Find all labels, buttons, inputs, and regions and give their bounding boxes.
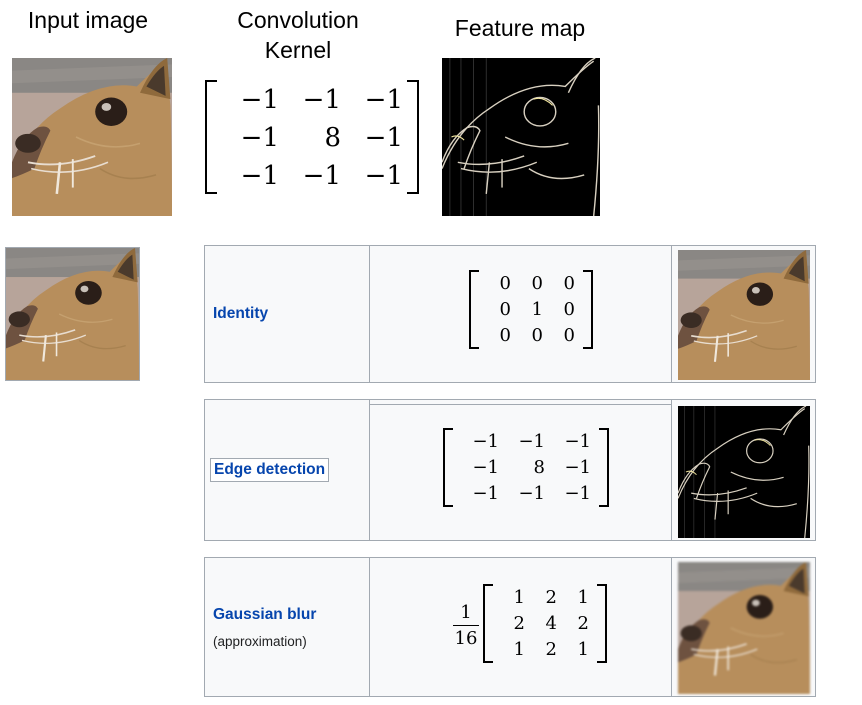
small-input-image <box>5 247 140 381</box>
matrix-cell: 0 <box>499 299 511 320</box>
matrix-cell: −1 <box>564 457 591 478</box>
input-image-header: Input image <box>27 7 149 33</box>
gaussian-blur-sublabel: (approximation) <box>213 634 307 649</box>
matrix-cell: −1 <box>472 431 499 452</box>
edge-result-image <box>678 406 810 538</box>
row-label-cell: Identity <box>205 246 370 382</box>
matrix-cell: 1 <box>513 587 525 608</box>
fraction-denominator: 16 <box>454 628 478 649</box>
matrix-cell: −1 <box>364 161 403 191</box>
matrix-cell: −1 <box>364 85 403 115</box>
matrix-cell: 8 <box>533 457 545 478</box>
matrix-cell: −1 <box>518 431 545 452</box>
kernel-header-line1: Convolution <box>237 7 359 33</box>
matrix-cell: 1 <box>577 587 589 608</box>
main-kernel-matrix: −1 −1 −1 −1 8 −1 −1 −1 −1 <box>205 80 419 194</box>
matrix-cell: −1 <box>564 483 591 504</box>
matrix-cell: 0 <box>563 273 575 294</box>
matrix-cell: 0 <box>531 273 543 294</box>
matrix-cell: 2 <box>513 613 525 634</box>
matrix-cell: 0 <box>531 325 543 346</box>
matrix-cell: 1 <box>531 299 543 320</box>
row-label-cell: Gaussian blur (approximation) <box>205 558 370 696</box>
matrix-cell: 0 <box>563 325 575 346</box>
feature-map-header: Feature map <box>454 15 586 41</box>
matrix-cell: −1 <box>240 123 279 153</box>
fraction-numerator: 1 <box>460 602 472 623</box>
edge-kernel-matrix: −1 −1 −1 −1 8 −1 −1 −1 −1 <box>443 428 609 507</box>
matrix-cell: −1 <box>302 161 341 191</box>
result-cell <box>671 558 818 696</box>
matrix-cell: 0 <box>499 273 511 294</box>
matrix-cell: 1 <box>577 639 589 660</box>
matrix-cell: −1 <box>302 85 341 115</box>
matrix-cell: 2 <box>577 613 589 634</box>
matrix-cell: 0 <box>563 299 575 320</box>
gaussian-fraction: 1 16 <box>453 602 479 649</box>
matrix-cell: −1 <box>472 483 499 504</box>
table-row-edge-detection: Edge detection −1 −1 −1 −1 8 −1 −1 −1 −1 <box>204 399 816 541</box>
edge-detection-link[interactable]: Edge detection <box>210 458 330 482</box>
result-cell <box>671 246 818 382</box>
gaussian-result-image <box>678 562 810 694</box>
gaussian-blur-link[interactable]: Gaussian blur <box>213 606 317 623</box>
matrix-cell: 2 <box>545 639 557 660</box>
matrix-cell: −1 <box>564 431 591 452</box>
input-image <box>12 58 172 216</box>
matrix-cell: −1 <box>472 457 499 478</box>
matrix-cell: 2 <box>545 587 557 608</box>
row-label-cell: Edge detection <box>205 400 370 540</box>
feature-map-image <box>442 58 600 216</box>
kernel-header-line2: Kernel <box>264 37 332 63</box>
identity-result-image <box>678 250 810 380</box>
matrix-cell: 1 <box>513 639 525 660</box>
matrix-cell: 8 <box>324 123 341 153</box>
matrix-cell: 4 <box>545 613 557 634</box>
identity-link[interactable]: Identity <box>213 305 269 322</box>
matrix-cell: 0 <box>499 325 511 346</box>
result-cell <box>671 400 818 540</box>
matrix-cell: −1 <box>364 123 403 153</box>
matrix-cell: −1 <box>518 483 545 504</box>
matrix-cell: −1 <box>240 161 279 191</box>
matrix-cell: −1 <box>240 85 279 115</box>
